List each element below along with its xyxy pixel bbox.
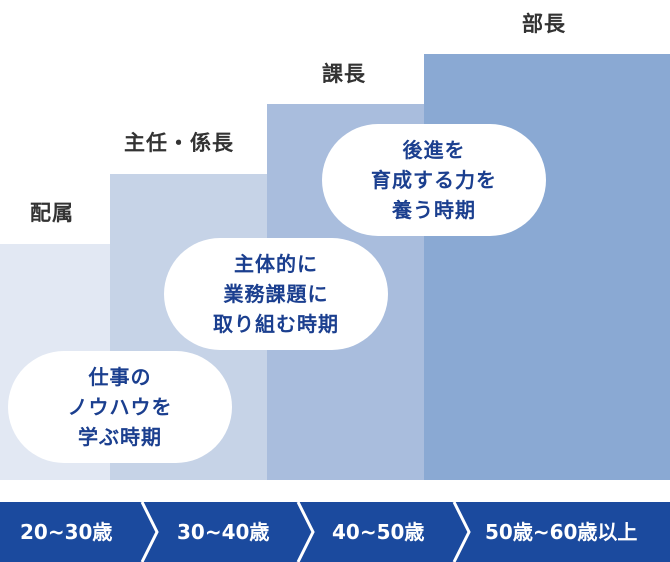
role-label-section-manager: 課長 [322,62,366,86]
bubble-line: 学ぶ時期 [78,425,162,449]
bubble-line: ノウハウを [67,395,173,419]
role-label-department-manager: 部長 [522,12,566,36]
phase-bubble-learn: 仕事の ノウハウを 学ぶ時期 [8,351,232,463]
bubble-line: 取り組む時期 [213,312,339,336]
age-range-1: 20~30歳 [20,520,113,544]
phase-bubble-mentor: 後進を 育成する力を 養う時期 [322,124,546,236]
bubble-line: 主体的に [234,252,318,276]
bubble-line: 仕事の [88,365,152,389]
role-label-chief: 主任・係長 [124,131,234,155]
phase-bubble-initiative: 主体的に 業務課題に 取り組む時期 [164,238,388,350]
chevron-right-icon [452,502,471,562]
chevron-right-icon [296,502,315,562]
age-range-4: 50歳~60歳以上 [485,520,638,544]
stair-step-4 [424,54,670,480]
role-label-assignment: 配属 [30,201,74,225]
bubble-line: 育成する力を [371,168,497,192]
age-range-2: 30~40歳 [177,520,270,544]
bubble-line: 養う時期 [392,198,476,222]
chevron-right-icon [140,502,159,562]
bubble-line: 後進を [402,138,466,162]
age-timeline: 20~30歳 30~40歳 40~50歳 50歳~60歳以上 [0,502,670,562]
bubble-line: 業務課題に [223,282,329,306]
age-range-3: 40~50歳 [332,520,425,544]
